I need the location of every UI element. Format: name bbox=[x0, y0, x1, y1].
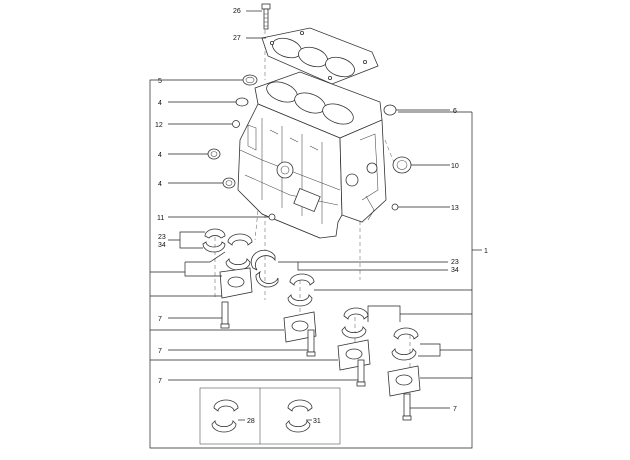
callout-28: 28 bbox=[247, 418, 255, 425]
assembly-bracket bbox=[149, 79, 482, 449]
callout-7-d: 7 bbox=[453, 406, 457, 413]
callout-11: 11 bbox=[157, 215, 164, 222]
callout-26: 26 bbox=[233, 8, 241, 15]
callout-34-left: 34 bbox=[158, 242, 166, 249]
callout-27: 27 bbox=[233, 35, 241, 42]
callout-4-lower: 4 bbox=[158, 181, 162, 188]
callout-12: 12 bbox=[155, 122, 163, 129]
callout-23-right: 23 bbox=[451, 259, 459, 266]
callout-7-b: 7 bbox=[158, 348, 162, 355]
callout-23-left: 23 bbox=[158, 234, 166, 241]
callout-13: 13 bbox=[451, 205, 459, 212]
cylinder-block bbox=[237, 71, 387, 239]
plugs-and-seals bbox=[207, 74, 412, 221]
callout-1: 1 bbox=[484, 248, 488, 255]
callout-4-middle: 4 bbox=[158, 152, 162, 159]
leader-lines bbox=[150, 10, 472, 421]
callout-10: 10 bbox=[451, 163, 459, 170]
head-bolt bbox=[261, 3, 271, 30]
callout-labels: 26 27 5 4 12 4 4 11 23 34 7 7 7 6 10 13 … bbox=[155, 8, 488, 425]
callout-4-upper: 4 bbox=[158, 100, 162, 107]
head-gasket bbox=[261, 27, 379, 85]
cap-bolts bbox=[220, 301, 412, 421]
bearing-shells bbox=[202, 228, 421, 397]
callout-6: 6 bbox=[453, 108, 457, 115]
callout-31: 31 bbox=[313, 418, 321, 425]
bearing-kit-inset bbox=[199, 387, 341, 445]
callout-34-right: 34 bbox=[451, 267, 459, 274]
callout-5: 5 bbox=[158, 78, 162, 85]
callout-7-c: 7 bbox=[158, 378, 162, 385]
callout-7-a: 7 bbox=[158, 316, 162, 323]
